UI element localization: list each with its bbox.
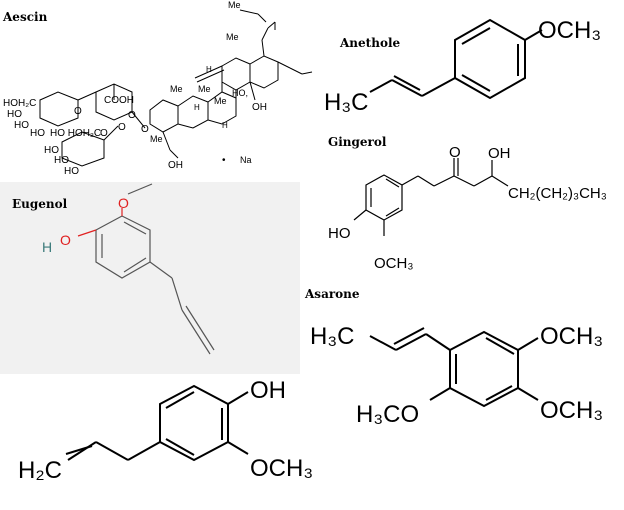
svg-text:HO HOH₂C: HO HOH₂C <box>50 128 101 139</box>
svg-text:HO: HO <box>64 166 79 177</box>
anethole-och3: OCH₃ <box>538 17 601 44</box>
aescin-label: Aescin <box>3 10 48 24</box>
eugenol-bottom-structure: OH OCH₃ H₂C <box>18 377 313 484</box>
svg-text:CH₂(CH₂)₃CH₃: CH₂(CH₂)₃CH₃ <box>508 185 607 202</box>
svg-text:OH: OH <box>488 145 511 162</box>
svg-text:O: O <box>141 124 149 135</box>
svg-text:HOH₂C: HOH₂C <box>3 98 36 109</box>
svg-text:HO,: HO, <box>232 88 248 98</box>
svg-text:COOH: COOH <box>104 95 134 106</box>
eugenol-bottom-oh: OH <box>250 377 286 404</box>
asarone-structure: H₃C OCH₃ H₃CO OCH₃ <box>310 323 603 428</box>
svg-text:O: O <box>449 144 461 161</box>
svg-text:Me: Me <box>228 0 241 10</box>
svg-text:HO: HO <box>328 225 351 242</box>
svg-text:H: H <box>222 121 228 130</box>
asarone-label: Asarone <box>305 287 360 301</box>
svg-text:O: O <box>100 128 108 139</box>
svg-text:Na: Na <box>240 155 252 165</box>
svg-text:OCH₃: OCH₃ <box>374 255 413 272</box>
svg-text:Me: Me <box>226 32 239 42</box>
svg-text:HO: HO <box>54 155 69 166</box>
svg-text:H: H <box>206 65 212 74</box>
gingerol-label: Gingerol <box>328 135 387 149</box>
svg-text:HO: HO <box>44 145 59 156</box>
svg-text:OH: OH <box>252 102 267 113</box>
aescin-structure: HOH₂C COOH HO HO O O O O O HO HO HOH₂C H… <box>3 0 313 177</box>
eugenol-bottom-h2c: H₂C <box>18 457 62 484</box>
svg-text:•: • <box>222 155 226 166</box>
eugenol-top-ho: O <box>60 232 71 248</box>
eugenol-top-structure: O O H <box>42 183 215 355</box>
svg-text:HO: HO <box>30 128 45 139</box>
anethole-label: Anethole <box>340 36 401 50</box>
gingerol-structure: O OH CH₂(CH₂)₃CH₃ HO OCH₃ <box>328 144 607 272</box>
svg-text:HO: HO <box>7 109 22 120</box>
asarone-och3-bottom: OCH₃ <box>540 397 603 424</box>
asarone-och3-top: OCH₃ <box>540 323 603 350</box>
anethole-structure: OCH₃ H₃C <box>324 17 601 116</box>
anethole-h3c: H₃C <box>324 89 368 116</box>
eugenol-top-o: O <box>118 195 129 211</box>
svg-text:Me: Me <box>170 84 183 94</box>
eugenol-bottom-och3: OCH₃ <box>250 455 313 482</box>
asarone-h3co: H₃CO <box>356 401 419 428</box>
svg-text:Me: Me <box>150 134 163 144</box>
svg-text:H: H <box>194 103 200 112</box>
eugenol-label: Eugenol <box>12 197 68 211</box>
eugenol-panel-background <box>0 182 300 374</box>
asarone-h3c: H₃C <box>310 323 354 350</box>
svg-text:HO: HO <box>14 120 29 131</box>
svg-text:OH: OH <box>168 160 183 171</box>
svg-text:O: O <box>118 122 126 133</box>
eugenol-top-h: H <box>42 239 52 255</box>
svg-text:Me: Me <box>214 96 227 106</box>
svg-text:O: O <box>128 110 136 121</box>
svg-text:Me: Me <box>198 84 211 94</box>
svg-text:O: O <box>74 106 82 117</box>
